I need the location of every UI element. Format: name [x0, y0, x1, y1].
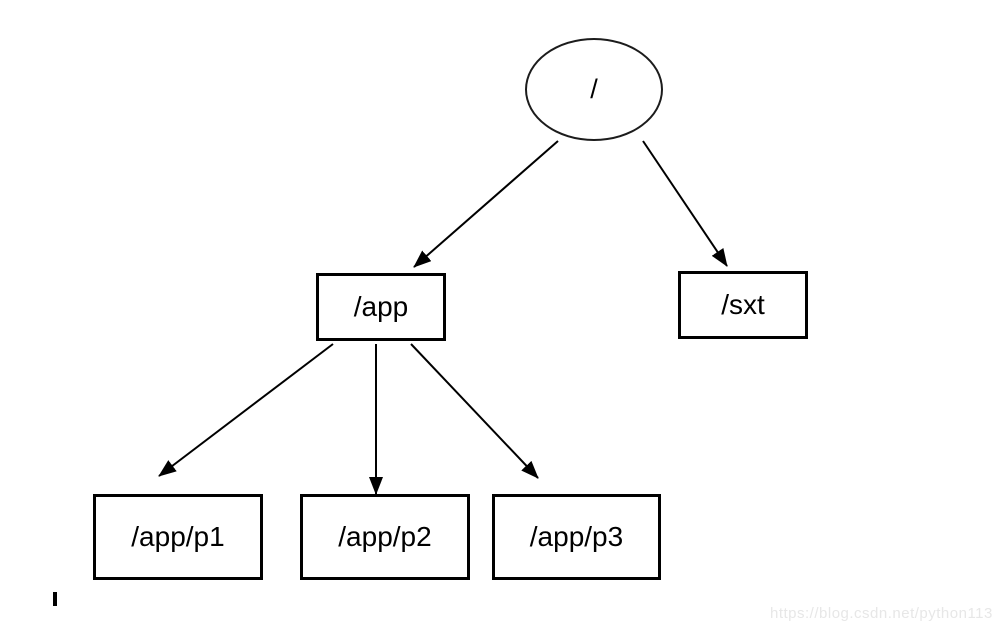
node-root: /: [525, 38, 663, 141]
node-app-p2: /app/p2: [300, 494, 470, 580]
node-app-p3-label: /app/p3: [529, 521, 624, 552]
edge-root-to-app: [413, 140, 559, 268]
cursor-tick-mark: [53, 592, 57, 606]
node-root-label: /: [590, 74, 598, 104]
node-sxt-label: /sxt: [721, 289, 765, 320]
node-app-label: /app: [353, 291, 409, 322]
edge-app-to-p1: [158, 343, 334, 477]
node-app: /app: [316, 273, 446, 341]
watermark-text: https://blog.csdn.net/python113: [770, 605, 993, 622]
edge-root-to-sxt: [642, 140, 728, 267]
edge-app-to-p3: [410, 343, 539, 479]
node-app-p1: /app/p1: [93, 494, 263, 580]
node-app-p2-label: /app/p2: [338, 521, 432, 552]
node-app-p1-label: /app/p1: [131, 521, 225, 552]
node-sxt: /sxt: [678, 271, 808, 339]
node-app-p3: /app/p3: [492, 494, 661, 580]
